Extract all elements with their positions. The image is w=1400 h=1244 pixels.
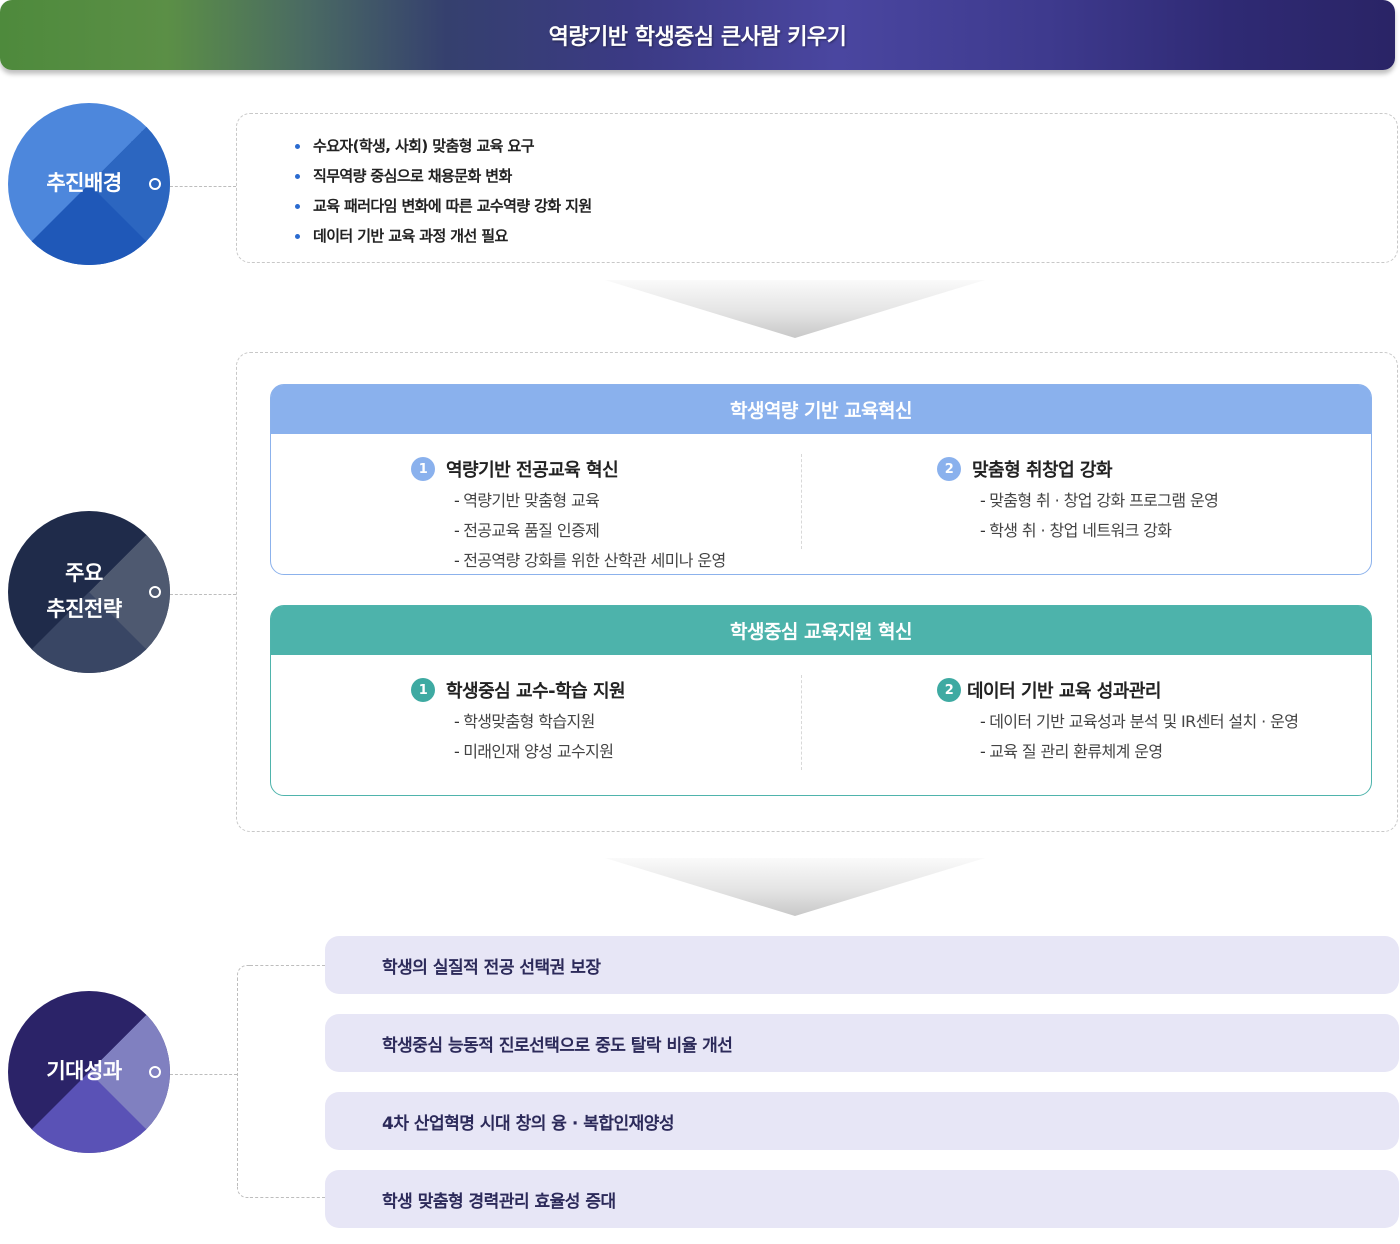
panel-header: 학생중심 교육지원 혁신 [271, 606, 1371, 655]
number-badge: 2 [937, 678, 961, 702]
outcome-item: 4차 산업혁명 시대 창의 융 · 복합인재양성 [325, 1092, 1399, 1150]
number-badge: 1 [411, 678, 435, 702]
background-circle: 추진배경 [8, 103, 170, 265]
list-item: -맞춤형 취 · 창업 강화 프로그램 운영 [980, 491, 1219, 510]
background-list: 수요자(학생, 사회) 맞춤형 교육 요구 직무역량 중심으로 채용문화 변화 … [295, 134, 592, 254]
column-divider [801, 454, 802, 549]
bullet-icon [295, 174, 300, 179]
panel-header: 학생역량 기반 교육혁신 [271, 385, 1371, 434]
bullet-icon [295, 234, 300, 239]
column-items: -역량기반 맞춤형 교육 -전공교육 품질 인증제 -전공역량 강화를 위한 산… [454, 486, 726, 576]
list-item: -교육 질 관리 환류체계 운영 [980, 742, 1163, 761]
list-item: 수요자(학생, 사회) 맞춤형 교육 요구 [295, 134, 592, 164]
strategy-label: 주요 추진전략 [46, 561, 122, 621]
strategy-panel-competency: 학생역량 기반 교육혁신 1 역량기반 전공교육 혁신 -역량기반 맞춤형 교육… [270, 384, 1372, 575]
background-label: 추진배경 [46, 171, 122, 196]
connector-corner [237, 1184, 251, 1198]
strategy-column: 2 맞춤형 취창업 강화 -맞춤형 취 · 창업 강화 프로그램 운영 -학생 … [937, 456, 1219, 546]
connector-line [170, 186, 236, 187]
list-item: -학생맞춤형 학습지원 [454, 712, 595, 731]
strategy-column: 1 학생중심 교수-학습 지원 -학생맞춤형 학습지원 -미래인재 양성 교수지… [411, 677, 626, 767]
connector-dot-icon [149, 586, 161, 598]
list-item: 교육 패러다임 변화에 따른 교수역량 강화 지원 [295, 194, 592, 224]
column-divider [801, 675, 802, 770]
column-items: -학생맞춤형 학습지원 -미래인재 양성 교수지원 [454, 707, 625, 767]
outcome-item: 학생 맞춤형 경력관리 효율성 증대 [325, 1170, 1399, 1228]
down-arrow-icon [605, 280, 985, 338]
strategy-panel-support: 학생중심 교육지원 혁신 1 학생중심 교수-학습 지원 -학생맞춤형 학습지원… [270, 605, 1372, 796]
connector-dot-icon [149, 1066, 161, 1078]
column-items: -데이터 기반 교육성과 분석 및 IR센터 설치 · 운영 -교육 질 관리 … [980, 707, 1299, 767]
background-box: 수요자(학생, 사회) 맞춤형 교육 요구 직무역량 중심으로 채용문화 변화 … [236, 113, 1398, 263]
page-title: 역량기반 학생중심 큰사람 키우기 [548, 25, 847, 50]
list-item: -데이터 기반 교육성과 분석 및 IR센터 설치 · 운영 [980, 712, 1299, 731]
connector-line [250, 965, 325, 966]
list-item: 데이터 기반 교육 과정 개선 필요 [295, 224, 592, 254]
list-item: 직무역량 중심으로 채용문화 변화 [295, 164, 592, 194]
column-title: 1 역량기반 전공교육 혁신 [411, 456, 726, 482]
list-item: -역량기반 맞춤형 교육 [454, 491, 600, 510]
column-title: 2 데이터 기반 교육 성과관리 [937, 677, 1298, 703]
panel-body: 1 역량기반 전공교육 혁신 -역량기반 맞춤형 교육 -전공교육 품질 인증제… [271, 434, 1371, 574]
connector-corner [237, 965, 251, 979]
strategy-column: 2 데이터 기반 교육 성과관리 -데이터 기반 교육성과 분석 및 IR센터 … [937, 677, 1299, 767]
column-items: -맞춤형 취 · 창업 강화 프로그램 운영 -학생 취 · 창업 네트워크 강… [980, 486, 1219, 546]
number-badge: 1 [411, 457, 435, 481]
outcome-label: 기대성과 [46, 1059, 122, 1084]
outcome-item: 학생의 실질적 전공 선택권 보장 [325, 936, 1399, 994]
bullet-icon [295, 144, 300, 149]
strategy-circle: 주요 추진전략 [8, 511, 170, 673]
connector-line [250, 1197, 325, 1198]
bullet-icon [295, 204, 300, 209]
outcome-circle: 기대성과 [8, 991, 170, 1153]
connector-dot-icon [149, 178, 161, 190]
connector-line [170, 594, 236, 595]
list-item: -미래인재 양성 교수지원 [454, 742, 614, 761]
column-title: 2 맞춤형 취창업 강화 [937, 456, 1218, 482]
number-badge: 2 [937, 457, 961, 481]
strategy-column: 1 역량기반 전공교육 혁신 -역량기반 맞춤형 교육 -전공교육 품질 인증제… [411, 456, 726, 576]
strategy-box: 학생역량 기반 교육혁신 1 역량기반 전공교육 혁신 -역량기반 맞춤형 교육… [236, 352, 1398, 832]
list-item: -학생 취 · 창업 네트워크 강화 [980, 521, 1172, 540]
connector-line [170, 1074, 237, 1075]
list-item: -전공교육 품질 인증제 [454, 521, 600, 540]
list-item: -전공역량 강화를 위한 산학관 세미나 운영 [454, 551, 726, 570]
title-banner: 역량기반 학생중심 큰사람 키우기 [0, 0, 1395, 70]
panel-body: 1 학생중심 교수-학습 지원 -학생맞춤형 학습지원 -미래인재 양성 교수지… [271, 655, 1371, 795]
connector-line [237, 978, 238, 1186]
column-title: 1 학생중심 교수-학습 지원 [411, 677, 626, 703]
outcome-item: 학생중심 능동적 진로선택으로 중도 탈락 비율 개선 [325, 1014, 1399, 1072]
down-arrow-icon [605, 858, 985, 916]
